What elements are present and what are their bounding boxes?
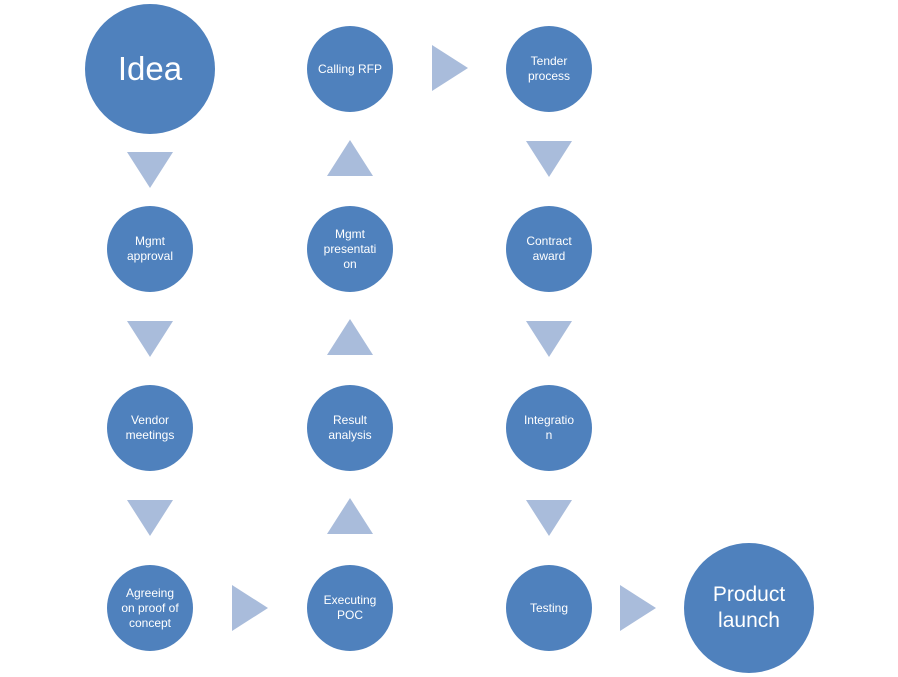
node-calling-rfp: Calling RFP xyxy=(307,26,393,112)
node-testing: Testing xyxy=(506,565,592,651)
arrow-down-icon xyxy=(127,321,173,357)
node-mgmt-approval-label: Mgmt approval xyxy=(126,234,174,263)
arrow-down-icon xyxy=(127,152,173,188)
arrow-up-icon xyxy=(327,140,373,176)
node-result-analysis: Result analysis xyxy=(307,385,393,471)
arrow-up-icon xyxy=(327,498,373,534)
arrow-down-icon xyxy=(526,500,572,536)
arrow-down-icon xyxy=(526,321,572,357)
arrow-right-icon xyxy=(620,585,656,631)
node-product-launch: Product launch xyxy=(684,543,814,673)
node-result-analysis-label: Result analysis xyxy=(328,413,372,442)
node-tender-process: Tender process xyxy=(506,26,592,112)
node-testing-label: Testing xyxy=(529,600,569,615)
node-product-launch-label: Product launch xyxy=(712,583,786,632)
node-mgmt-approval: Mgmt approval xyxy=(107,206,193,292)
node-integration-label: Integratio n xyxy=(523,413,575,442)
node-agreeing-poc-label: Agreeing on proof of concept xyxy=(121,585,179,630)
node-vendor-meetings: Vendor meetings xyxy=(107,385,193,471)
arrow-down-icon xyxy=(127,500,173,536)
node-idea: Idea xyxy=(85,4,215,134)
arrow-right-icon xyxy=(432,45,468,91)
node-integration: Integratio n xyxy=(506,385,592,471)
node-mgmt-presentation: Mgmt presentati on xyxy=(307,206,393,292)
arrow-right-icon xyxy=(232,585,268,631)
node-agreeing-poc: Agreeing on proof of concept xyxy=(107,565,193,651)
node-executing-poc-label: Executing POC xyxy=(323,593,377,622)
node-vendor-meetings-label: Vendor meetings xyxy=(125,413,175,442)
node-calling-rfp-label: Calling RFP xyxy=(317,61,383,76)
node-mgmt-presentation-label: Mgmt presentati on xyxy=(323,226,377,271)
arrow-down-icon xyxy=(526,141,572,177)
node-executing-poc: Executing POC xyxy=(307,565,393,651)
node-contract-award: Contract award xyxy=(506,206,592,292)
arrow-up-icon xyxy=(327,319,373,355)
node-tender-process-label: Tender process xyxy=(527,54,571,83)
node-contract-award-label: Contract award xyxy=(526,234,572,263)
node-idea-label: Idea xyxy=(117,50,183,87)
